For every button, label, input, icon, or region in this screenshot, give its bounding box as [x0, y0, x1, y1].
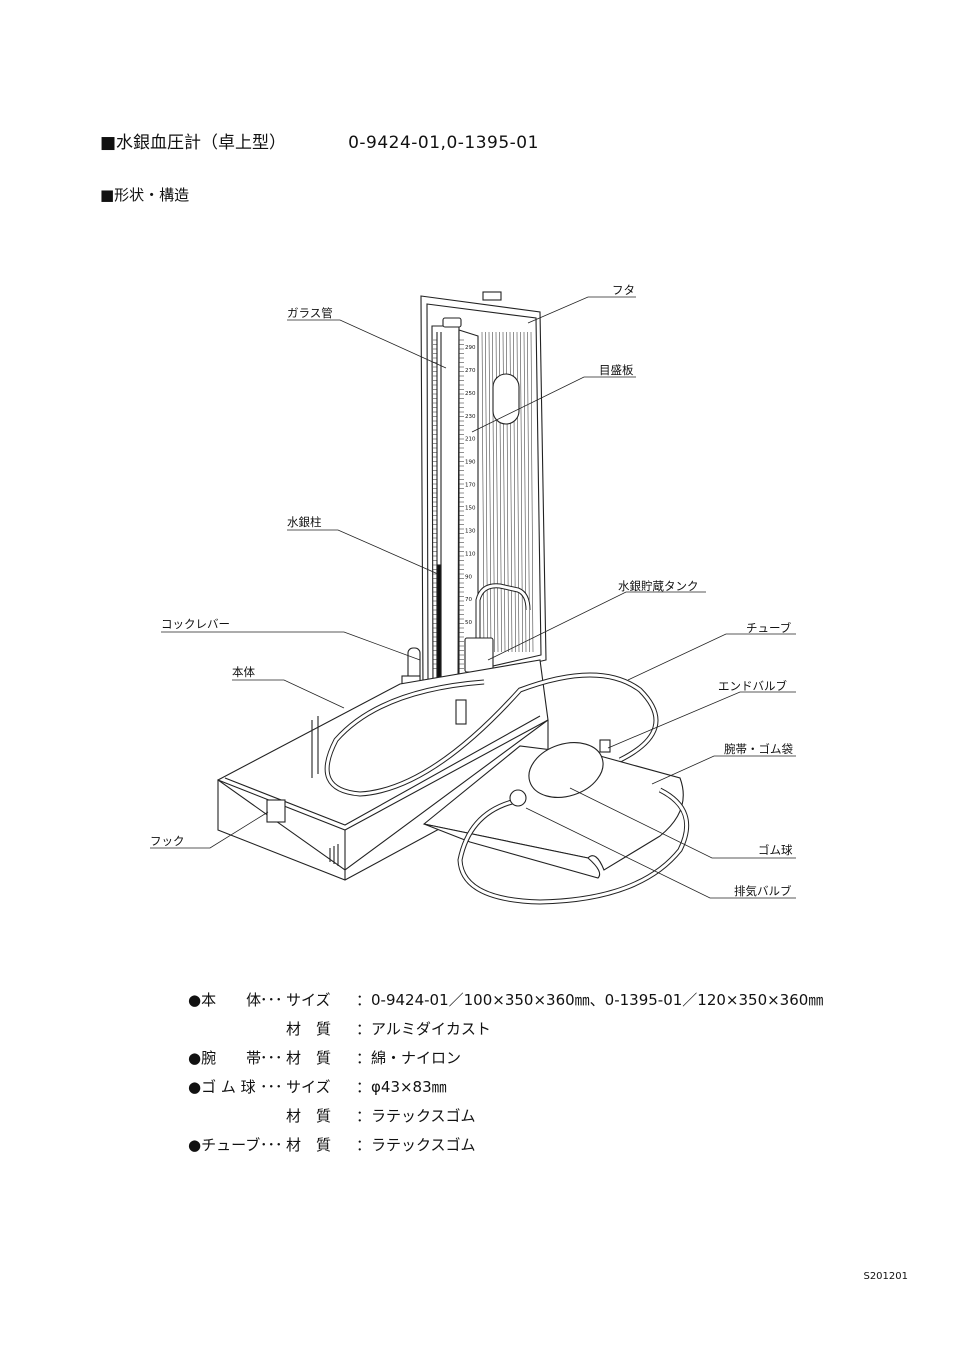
page-title: ■水銀血圧計（卓上型） 0-9424-01,0-1395-01 — [100, 128, 539, 153]
scale-number: 150 — [465, 506, 476, 512]
spec-value: ：0-9424-01／100×350×360㎜、0-1395-01／120×35… — [356, 991, 824, 1009]
spec-item-name: ●ゴ ム 球 — [188, 1078, 256, 1096]
label-tube: チューブ — [746, 621, 792, 635]
spec-attr: 材 質 — [286, 1107, 332, 1125]
lid-groove — [527, 331, 530, 653]
scale-number: 190 — [465, 460, 476, 466]
title-text: ■水銀血圧計（卓上型） — [100, 133, 287, 153]
spec-attr: 材 質 — [286, 1049, 332, 1067]
spec-dots: ･･･ — [260, 991, 283, 1009]
scale-number: 70 — [465, 597, 472, 603]
spec-dots: ･･･ — [260, 1049, 283, 1067]
spec-attr: サイズ — [286, 991, 331, 1009]
lid-groove — [485, 331, 488, 653]
spec-value: ：綿・ナイロン — [356, 1049, 462, 1067]
label-mercury-column: 水銀柱 — [287, 515, 322, 529]
scale-number: 230 — [465, 414, 476, 420]
scale-number: 250 — [465, 391, 476, 397]
spec-item-name: ●チューブ — [188, 1136, 261, 1154]
spec-row: ●チューブ･･･材 質 ：ラテックスゴム — [188, 1130, 823, 1159]
scale-number: 210 — [465, 437, 476, 443]
scale-number: 270 — [465, 368, 476, 374]
spec-row: ●腕 帯･･･材 質 ：綿・ナイロン — [188, 1043, 823, 1072]
spec-row: ●ゴ ム 球･･･サイズ ：φ43×83㎜ — [188, 1072, 823, 1101]
spec-item-name: ●本 体 — [188, 991, 262, 1009]
spec-attr: 材 質 — [286, 1020, 332, 1038]
lid-groove — [481, 331, 485, 653]
spec-attr: 材 質 — [286, 1136, 332, 1154]
spec-attr: サイズ — [286, 1078, 331, 1096]
spec-list: ●本 体･･･サイズ：0-9424-01／100×350×360㎜、0-1395… — [188, 985, 823, 1159]
spec-row: 材 質 ：アルミダイカスト — [188, 1014, 823, 1043]
lid-groove — [492, 331, 495, 653]
label-mercury-tank: 水銀貯蔵タンク — [618, 579, 699, 593]
lid-groove — [488, 331, 492, 653]
scale-number: 130 — [465, 528, 476, 534]
scale-number: 290 — [465, 345, 476, 351]
lid — [420, 291, 547, 689]
bulb-assembly — [457, 739, 690, 905]
scale-number: 90 — [465, 574, 472, 580]
spec-value: ：φ43×83㎜ — [356, 1078, 447, 1096]
label-glass-tube: ガラス管 — [287, 306, 333, 320]
lid-groove — [520, 331, 523, 653]
scale-number: 110 — [465, 551, 476, 557]
label-scale-plate: 目盛板 — [599, 363, 634, 377]
leader-lines — [150, 296, 796, 899]
label-end-valve: エンドバルブ — [718, 679, 787, 693]
label-futa: フタ — [612, 283, 635, 297]
scale-number: 170 — [465, 483, 476, 489]
section-heading: ■形状・構造 — [100, 186, 190, 204]
document-code: S201201 — [863, 1271, 908, 1282]
label-exhaust-valve: 排気バルブ — [734, 884, 792, 898]
label-cuff: 腕帯・ゴム袋 — [724, 742, 793, 756]
label-hook: フック — [150, 834, 185, 848]
label-cock-lever: コックレバー — [161, 617, 230, 631]
spec-row: 材 質 ：ラテックスゴム — [188, 1101, 823, 1130]
label-body: 本体 — [232, 665, 255, 679]
tube — [324, 672, 659, 797]
hook-part — [266, 799, 286, 823]
spec-item-name: ●腕 帯 — [188, 1049, 262, 1067]
spec-dots: ･･･ — [260, 1078, 283, 1096]
spec-dots: ･･･ — [260, 1136, 283, 1154]
mercury-column-fill — [436, 564, 442, 684]
lid-groove — [530, 331, 534, 653]
scale-tick-marks — [433, 339, 464, 669]
label-rubber-bulb: ゴム球 — [758, 843, 793, 857]
spec-row: ●本 体･･･サイズ ：0-9424-01／100×350×360㎜、0-1395… — [188, 985, 823, 1014]
spec-value: ：ラテックスゴム — [356, 1107, 476, 1125]
model-numbers: 0-9424-01,0-1395-01 — [348, 133, 539, 153]
spec-value: ：アルミダイカスト — [356, 1020, 491, 1038]
spec-value: ：ラテックスゴム — [356, 1136, 476, 1154]
scale-number: 50 — [465, 620, 472, 626]
